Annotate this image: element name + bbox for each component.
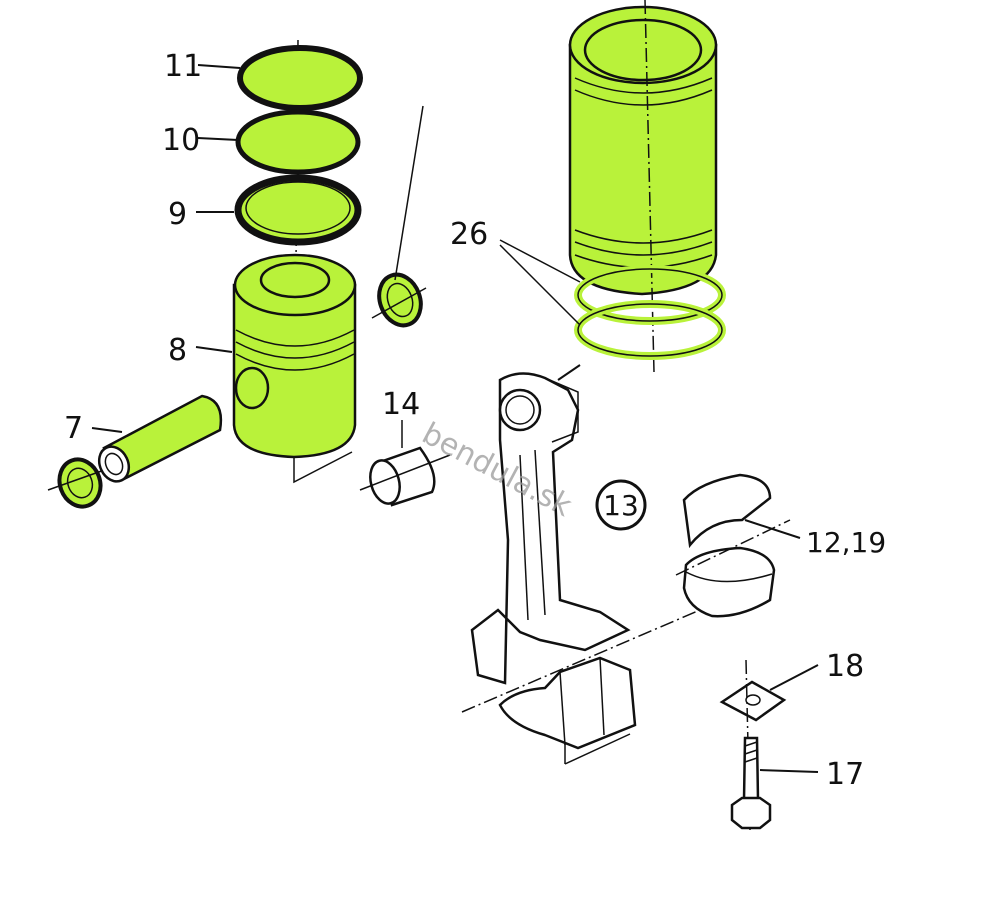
piston-ring-9 bbox=[234, 174, 362, 246]
small-end-bushing bbox=[359, 420, 451, 507]
label-26: 26 bbox=[450, 217, 488, 252]
label-9: 9 bbox=[168, 197, 187, 232]
label-11: 11 bbox=[164, 49, 202, 84]
washer bbox=[719, 680, 787, 722]
label-13: 13 bbox=[603, 489, 639, 522]
label-10: 10 bbox=[162, 123, 200, 158]
connecting-rod bbox=[461, 372, 701, 765]
label-8: 8 bbox=[168, 333, 187, 368]
bearing-shell-upper bbox=[682, 473, 772, 549]
label-14: 14 bbox=[382, 387, 420, 422]
bolt bbox=[730, 736, 772, 830]
label-18: 18 bbox=[826, 649, 864, 684]
circlip-left bbox=[47, 457, 111, 509]
piston-pin bbox=[97, 394, 223, 483]
cylinder-liner bbox=[568, 0, 718, 373]
liner-seal-rings bbox=[574, 265, 726, 360]
piston-ring-10 bbox=[235, 109, 361, 175]
label-7: 7 bbox=[64, 411, 83, 446]
label-12-19: 12,19 bbox=[806, 526, 886, 559]
piston-ring-11 bbox=[237, 45, 363, 111]
piston bbox=[232, 253, 357, 484]
callout-circle-13 bbox=[595, 479, 647, 531]
label-17: 17 bbox=[826, 757, 864, 792]
circlip-right bbox=[371, 272, 427, 328]
bearing-shell-lower bbox=[682, 546, 776, 618]
